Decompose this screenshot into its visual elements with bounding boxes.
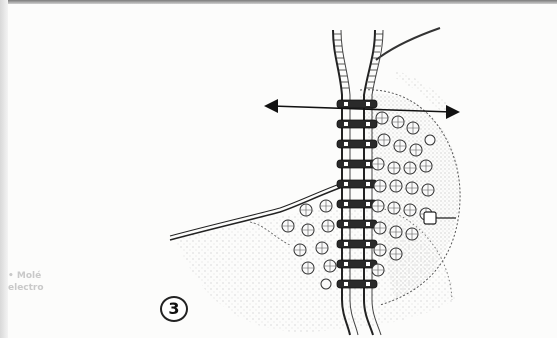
cytoplasm-shading: [175, 70, 460, 332]
upper-strand: [376, 28, 440, 60]
panel-number-badge: 3: [160, 296, 188, 322]
